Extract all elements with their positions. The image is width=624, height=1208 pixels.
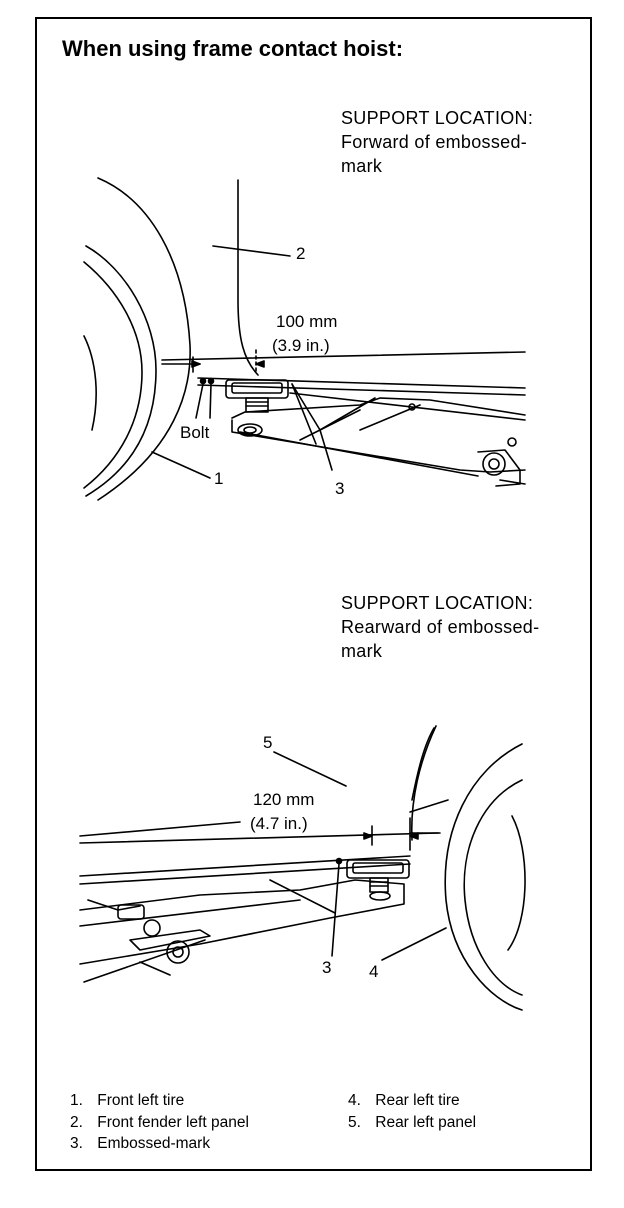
legend-num-3: 3. — [70, 1135, 83, 1152]
callout-1: 1 — [214, 469, 224, 488]
callout-3-lower: 3 — [322, 958, 332, 977]
knob-2 — [130, 920, 210, 975]
legend-num-4: 4. — [348, 1092, 361, 1109]
support-heading-2: SUPPORT LOCATION: — [341, 593, 534, 613]
legend-item-1: 1. Front left tire — [70, 1092, 184, 1110]
front-tire-drawing — [84, 178, 190, 500]
bolts-1 — [196, 379, 214, 419]
support-location-2: SUPPORT LOCATION: Rearward of embossed- … — [341, 591, 539, 663]
support-location-1: SUPPORT LOCATION: Forward of embossed- m… — [341, 106, 533, 178]
hoist-pad-2 — [337, 859, 410, 901]
rear-tire-drawing — [412, 726, 525, 1010]
measure-in-2: (4.7 in.) — [250, 814, 308, 833]
sill-and-frame-2 — [80, 856, 410, 982]
bolt-label: Bolt — [180, 423, 210, 442]
measure-mm-1: 100 mm — [276, 312, 338, 331]
measure-mm-2: 120 mm — [253, 790, 315, 809]
legend-text-1: Front left tire — [97, 1092, 185, 1109]
figure-frame — [35, 17, 592, 1171]
legend-item-2: 2. Front fender left panel — [70, 1114, 249, 1132]
legend-text-3: Embossed-mark — [97, 1135, 211, 1152]
legend-num-5: 5. — [348, 1114, 361, 1131]
rear-panel — [274, 728, 448, 812]
legend-text-2: Front fender left panel — [97, 1114, 249, 1131]
support-desc-2-line2: Rearward of embossed- — [341, 617, 540, 637]
measure-line-2 — [80, 818, 440, 850]
front-fender-panel — [213, 180, 290, 375]
support-desc-1-line2: Forward of embossed- — [341, 132, 528, 152]
leaders-2 — [332, 864, 446, 960]
legend-item-3: 3. Embossed-mark — [70, 1135, 210, 1153]
page-title: When using frame contact hoist: — [62, 36, 404, 61]
measure-in-1: (3.9 in.) — [272, 336, 330, 355]
measure-line-1 — [162, 350, 525, 373]
sill-and-frame-1 — [198, 378, 525, 476]
hoist-pad-1 — [226, 380, 288, 436]
support-heading-1: SUPPORT LOCATION: — [341, 108, 534, 128]
leaders-1 — [152, 384, 332, 478]
knob-1 — [478, 438, 525, 486]
legend-num-1: 1. — [70, 1092, 83, 1109]
callout-3-upper: 3 — [335, 479, 345, 498]
support-desc-2-line3: mark — [341, 641, 383, 661]
callout-2: 2 — [296, 244, 306, 263]
callout-4: 4 — [369, 962, 379, 981]
legend-num-2: 2. — [70, 1114, 83, 1131]
callout-5: 5 — [263, 733, 273, 752]
legend-text-4: Rear left tire — [375, 1092, 460, 1109]
legend-item-5: 5. Rear left panel — [348, 1114, 476, 1132]
legend-text-5: Rear left panel — [375, 1114, 477, 1131]
legend-item-4: 4. Rear left tire — [348, 1092, 460, 1110]
support-desc-1-line3: mark — [341, 156, 383, 176]
